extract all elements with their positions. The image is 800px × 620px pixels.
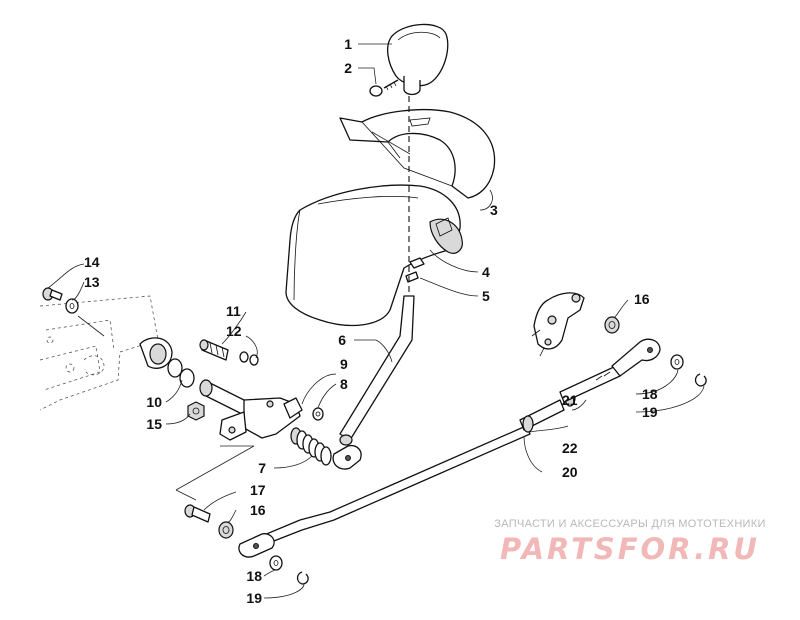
washer-16-right [604,316,620,334]
callout-17: 17 [250,482,266,498]
washer-16-lower [218,521,234,539]
callout-18-right: 18 [642,386,658,402]
clip-19-right [694,373,707,387]
o-rings-10 [167,358,195,388]
frame-section [39,295,159,411]
callout-21: 21 [562,392,578,408]
callout-5: 5 [482,288,490,304]
pivot-pin-11 [199,339,229,361]
callout-11: 11 [226,303,241,319]
callout-8: 8 [340,376,348,392]
watermark-tagline: ЗАПЧАСТИ И АКСЕССУАРЫ ДЛЯ МОТОТЕХНИКИ [494,518,766,530]
washer-18-lower [269,555,283,571]
callout-19-lower: 19 [246,590,262,606]
pivot-boss [139,337,173,369]
callout-20: 20 [562,464,578,480]
callout-3: 3 [490,202,498,218]
spring-7 [290,427,332,466]
callout-18-lower: 18 [246,568,262,584]
callout-6: 6 [338,332,346,348]
frame-washer-13 [65,298,79,314]
frame-bolt-14 [42,287,63,301]
callout-22: 22 [562,440,578,456]
callout-10: 10 [146,394,162,410]
assembly-guides [77,315,255,501]
console-housing [285,184,463,327]
shift-lever [332,295,415,470]
callout-16-lower: 16 [250,502,266,518]
shift-knob [386,23,449,96]
pivot-shaft [199,379,303,441]
nut-15 [187,401,205,421]
watermark: ЗАПЧАСТИ И АКСЕССУАРЫ ДЛЯ МОТОТЕХНИКИ PA… [470,518,790,566]
callout-14: 14 [84,254,100,270]
watermark-logo: PARTSFOR.RU [500,532,760,566]
shift-rod [238,338,661,558]
clip-5 [405,271,419,283]
pivot-bolt-17 [184,504,211,523]
callout-12: 12 [226,323,242,339]
callout-1: 1 [344,36,352,52]
callout-15: 15 [146,416,162,432]
callout-16-right: 16 [634,291,650,307]
clip-4 [409,257,425,269]
washer-8 [312,407,324,421]
washer-12 [239,351,259,366]
linkage-bracket [531,292,585,357]
callout-4: 4 [482,264,490,280]
callout-9: 9 [340,356,348,372]
leader-lines [47,43,705,599]
callout-13: 13 [84,274,100,290]
console-cover [339,108,496,199]
washer-18-right [670,354,684,370]
callout-19-right: 19 [642,404,658,420]
callout-2: 2 [344,60,352,76]
callout-7: 7 [258,460,266,476]
knob-screw [369,79,399,97]
clip-19-lower [296,571,309,585]
